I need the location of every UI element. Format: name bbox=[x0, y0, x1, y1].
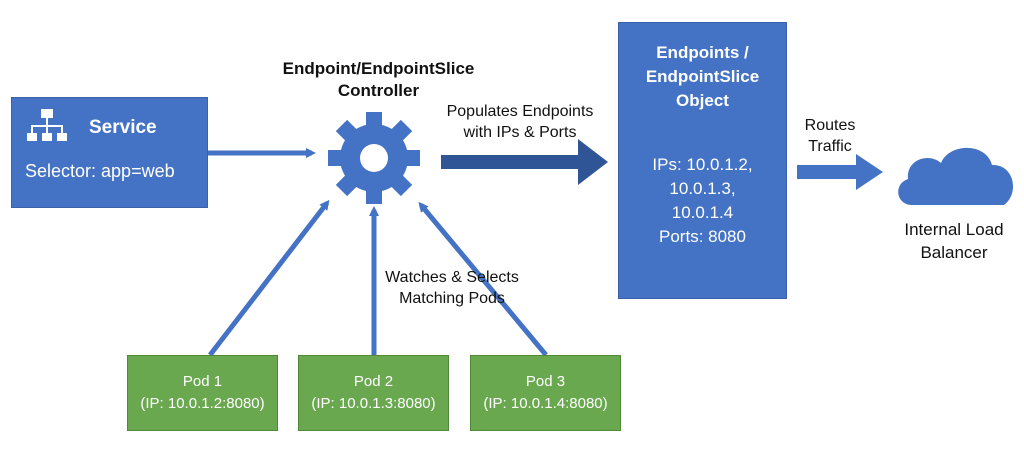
endpoints-ip-line2: 10.0.1.3, bbox=[669, 179, 736, 198]
populates-label-line2: with IPs & Ports bbox=[463, 124, 577, 141]
controller-title: Endpoint/EndpointSlice Controller bbox=[250, 58, 507, 102]
load-balancer-label: Internal Load Balancer bbox=[884, 218, 1024, 264]
endpoints-title-line3: Object bbox=[676, 91, 729, 110]
endpoints-object-title: Endpoints / EndpointSlice Object bbox=[619, 41, 786, 113]
endpoints-title-line1: Endpoints / bbox=[656, 43, 749, 62]
arrow-pod1-to-controller bbox=[208, 199, 330, 357]
controller-title-line1: Endpoint/EndpointSlice bbox=[282, 59, 475, 78]
pod-box-2: Pod 2 (IP: 10.0.1.3:8080) bbox=[298, 355, 449, 431]
arrow-pod3-to-controller bbox=[418, 201, 548, 357]
gear-icon bbox=[328, 112, 420, 204]
routes-label-line2: Traffic bbox=[808, 138, 852, 155]
pod-name: Pod 3 bbox=[525, 373, 566, 390]
pod-ip: (IP: 10.0.1.4:8080) bbox=[483, 395, 608, 412]
populates-label: Populates Endpoints with IPs & Ports bbox=[436, 101, 604, 143]
endpoints-ip-line1: IPs: 10.0.1.2, bbox=[652, 155, 753, 174]
service-selector: Selector: app=web bbox=[25, 161, 175, 181]
load-balancer-line1: Internal Load bbox=[904, 220, 1004, 239]
load-balancer-line2: Balancer bbox=[920, 243, 988, 262]
watches-label-line1: Watches & Selects bbox=[385, 269, 519, 286]
watches-label-line2: Matching Pods bbox=[399, 290, 505, 307]
endpoints-object-box: Endpoints / EndpointSlice Object IPs: 10… bbox=[618, 22, 787, 299]
endpoints-object-details: IPs: 10.0.1.2, 10.0.1.3, 10.0.1.4 Ports:… bbox=[619, 153, 786, 249]
endpoints-title-line2: EndpointSlice bbox=[645, 67, 760, 86]
pod-ip: (IP: 10.0.1.2:8080) bbox=[140, 395, 265, 412]
controller-title-line2: Controller bbox=[337, 81, 420, 100]
pod-box-1: Pod 1 (IP: 10.0.1.2:8080) bbox=[127, 355, 278, 431]
watches-label: Watches & Selects Matching Pods bbox=[368, 267, 536, 309]
pod-box-3: Pod 3 (IP: 10.0.1.4:8080) bbox=[470, 355, 621, 431]
pod-ip: (IP: 10.0.1.3:8080) bbox=[311, 395, 436, 412]
service-title: Service bbox=[89, 117, 157, 138]
endpoints-ip-line3: 10.0.1.4 bbox=[671, 203, 734, 222]
pod-name: Pod 1 bbox=[182, 373, 223, 390]
pod-name: Pod 2 bbox=[353, 373, 394, 390]
hierarchy-icon bbox=[27, 109, 67, 141]
arrow-populates-endpoints bbox=[441, 139, 608, 185]
arrow-routes-traffic bbox=[797, 154, 883, 190]
routes-traffic-label: Routes Traffic bbox=[790, 115, 870, 157]
populates-label-line1: Populates Endpoints bbox=[446, 103, 594, 120]
routes-label-line1: Routes bbox=[804, 117, 856, 134]
service-box: Service Selector: app=web bbox=[11, 97, 208, 208]
endpoints-ports: Ports: 8080 bbox=[659, 227, 746, 246]
cloud-icon bbox=[898, 147, 1014, 205]
